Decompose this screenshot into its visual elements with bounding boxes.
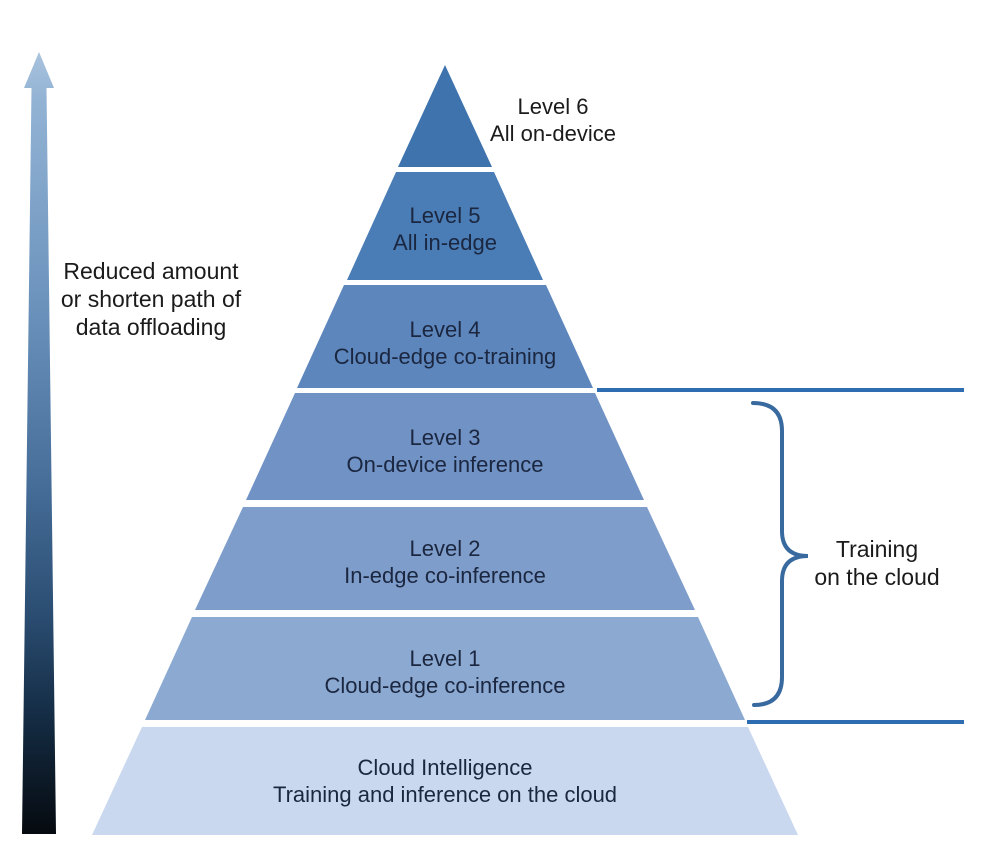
pyramid-level-2-shape: [195, 507, 695, 610]
training-on-cloud-label-line2: on the cloud: [814, 564, 940, 590]
level-5-label: Level 5 All in-edge: [393, 202, 497, 256]
training-brace: [751, 401, 809, 707]
offloading-arrow-label: Reduced amount or shorten path of data o…: [61, 257, 241, 341]
level-1-title: Level 1: [409, 646, 481, 671]
level-6-subtitle: All on-device: [490, 121, 616, 146]
level-6-title: Level 6: [517, 94, 589, 119]
pyramid-level-5-shape: [347, 172, 543, 280]
level-4-label: Level 4 Cloud-edge co-training: [334, 316, 557, 370]
level-4-title: Level 4: [409, 317, 481, 342]
level-1-subtitle: Cloud-edge co-inference: [324, 673, 566, 698]
pyramid-level-6-shape: [398, 65, 492, 167]
pyramid-level-1-shape: [145, 617, 745, 720]
level-4-subtitle: Cloud-edge co-training: [333, 344, 557, 369]
offloading-arrow-label-line1: Reduced amount: [63, 258, 239, 284]
pyramid-cloud-shape: [92, 727, 798, 835]
level-5-title: Level 5: [409, 203, 481, 228]
level-2-label: Level 2 In-edge co-inference: [344, 535, 546, 589]
level-1-label: Level 1 Cloud-edge co-inference: [325, 645, 566, 699]
cloud-intelligence-subtitle: Training and inference on the cloud: [272, 782, 618, 807]
training-on-cloud-label-line1: Training: [835, 536, 919, 562]
training-on-cloud-label: Training on the cloud: [814, 535, 939, 591]
cloud-intelligence-title: Cloud Intelligence: [357, 755, 533, 780]
cloud-intelligence-label: Cloud Intelligence Training and inferenc…: [273, 754, 617, 808]
level-6-label: Level 6 All on-device: [490, 93, 616, 147]
level-3-title: Level 3: [409, 425, 481, 450]
level-3-subtitle: On-device inference: [346, 452, 544, 477]
level-2-subtitle: In-edge co-inference: [344, 563, 546, 588]
level-3-label: Level 3 On-device inference: [347, 424, 544, 478]
offloading-up-arrow-shape: [22, 52, 56, 834]
level-5-subtitle: All in-edge: [393, 230, 497, 255]
offloading-arrow-label-line2: or shorten path of: [60, 286, 242, 312]
pyramid-level-4-shape: [297, 285, 593, 388]
level-2-title: Level 2: [409, 536, 481, 561]
offloading-arrow-label-line3: data offloading: [75, 314, 227, 340]
pyramid-level-3-shape: [246, 393, 644, 500]
